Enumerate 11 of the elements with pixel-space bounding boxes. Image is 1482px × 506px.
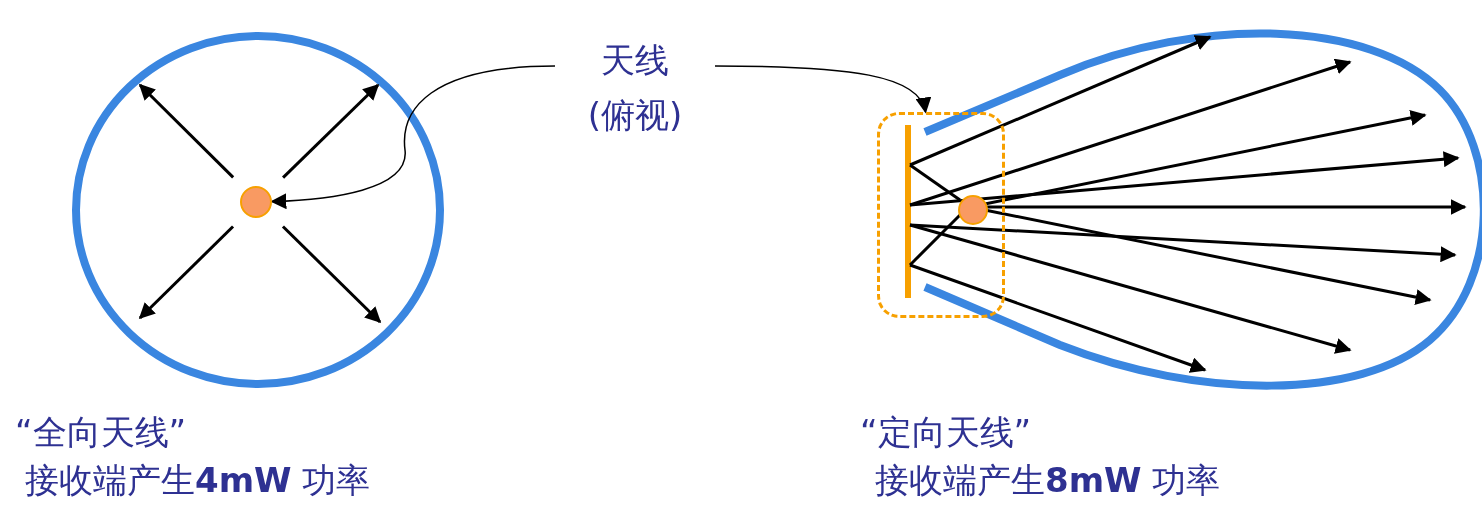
antenna-label: 天线: [601, 40, 669, 81]
power-note: 接收端产生4mW 功率: [25, 460, 371, 501]
leader-line: [714, 65, 929, 114]
antenna-label: (俯视): [587, 94, 683, 136]
antenna-dashed-box: [877, 112, 1005, 318]
antenna-dot: [958, 195, 988, 225]
leader-line: [270, 65, 556, 209]
antenna-dot: [240, 186, 272, 218]
pattern-caption: “全向天线”: [15, 412, 187, 453]
power-note: 接收端产生8mW 功率: [875, 460, 1221, 501]
pattern-caption: “定向天线”: [860, 412, 1032, 453]
